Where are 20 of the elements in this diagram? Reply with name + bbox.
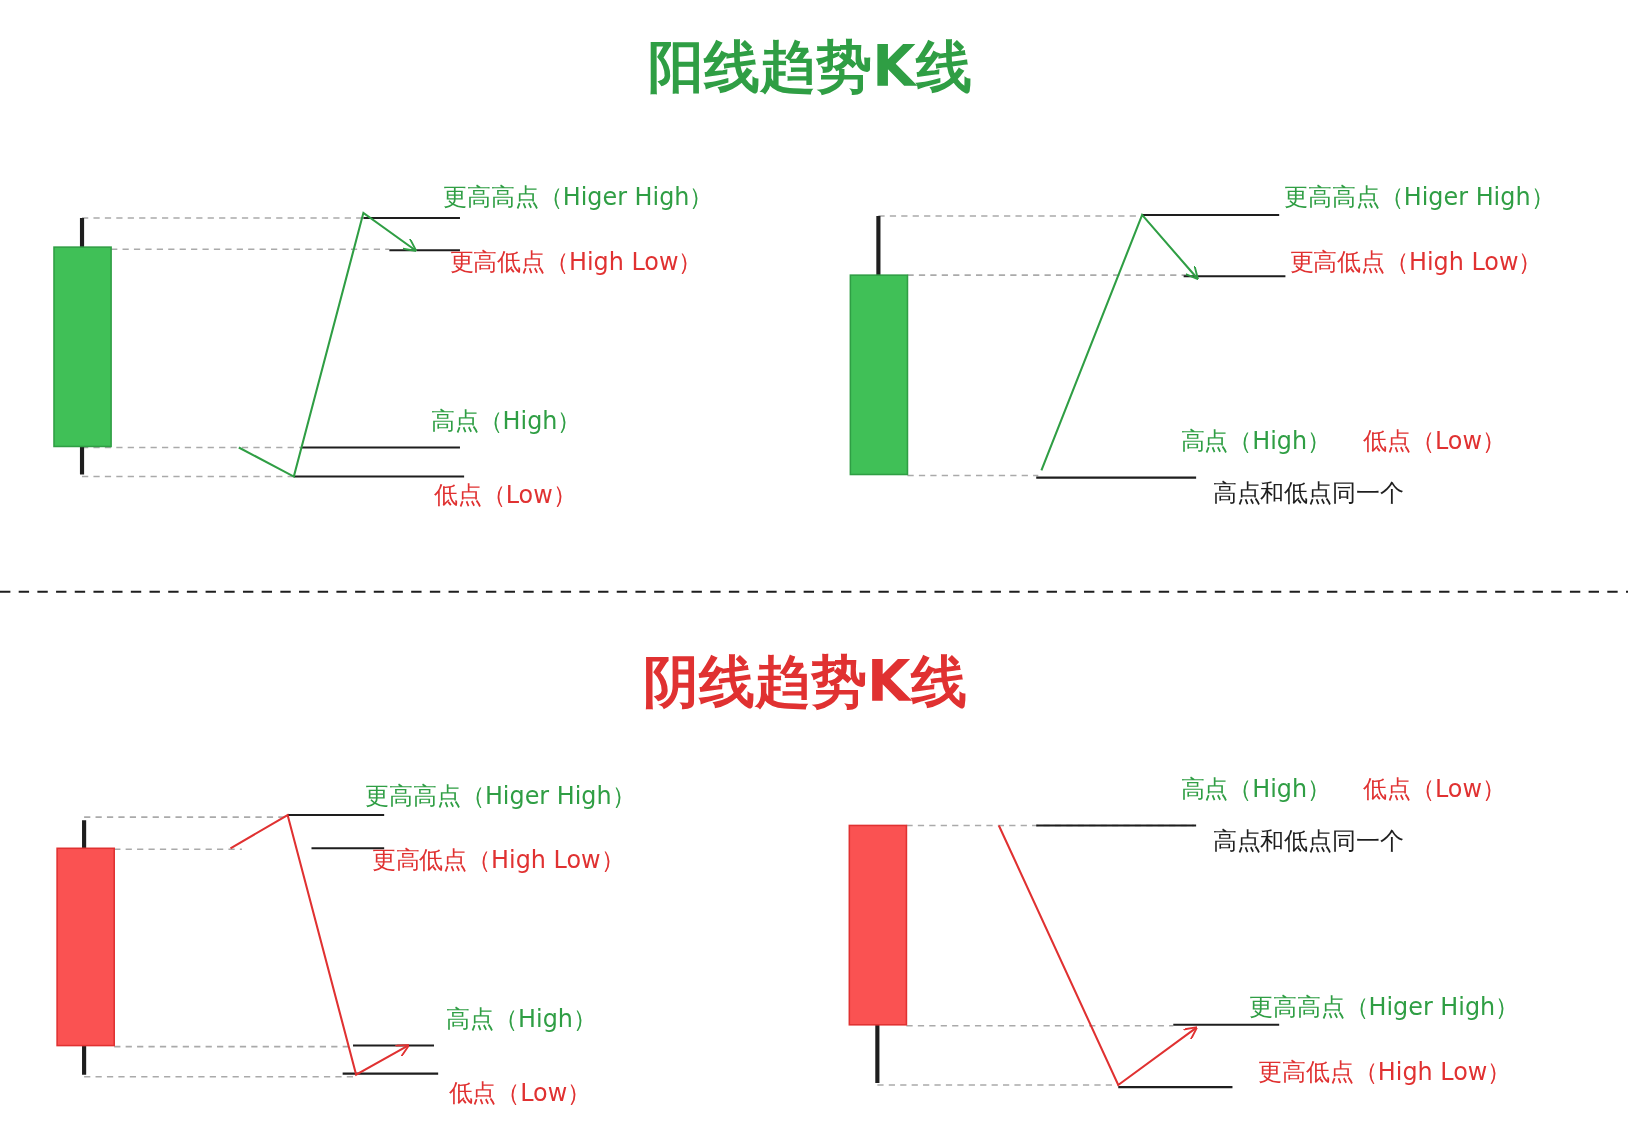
price-point-label: 更高低点（High Low） <box>1289 248 1543 277</box>
price-point-label: 低点（Low） <box>448 1079 592 1108</box>
price-point-label: 低点（Low） <box>434 480 577 510</box>
price-point-label: 更高高点（Higer High） <box>1284 182 1555 212</box>
price-point-label: 高点（High） <box>446 1005 597 1034</box>
price-point-label: 高点（High） <box>1180 426 1331 456</box>
price-point-label: 更高高点（Higer High） <box>1249 992 1520 1022</box>
price-point-label: 更高高点（Higer High） <box>443 182 714 212</box>
price-point-label: 高点（High） <box>1180 774 1331 804</box>
price-point-label: 高点（High） <box>430 407 582 436</box>
price-point-label: 低点（Low） <box>1363 774 1506 804</box>
price-point-label: 更高高点（Higer High） <box>365 782 636 811</box>
price-point-label: 低点（Low） <box>1363 426 1506 456</box>
price-point-label: 更高低点（High Low） <box>449 248 703 277</box>
section-title: 阴线趋势K线 <box>642 649 967 717</box>
price-point-label: 高点和低点同一个 <box>1212 826 1404 856</box>
price-point-label: 更高低点（High Low） <box>371 846 625 876</box>
section-title: 阳线趋势K线 <box>647 33 972 102</box>
price-point-label: 更高低点（High Low） <box>1258 1058 1512 1087</box>
price-point-label: 高点和低点同一个 <box>1212 478 1404 508</box>
